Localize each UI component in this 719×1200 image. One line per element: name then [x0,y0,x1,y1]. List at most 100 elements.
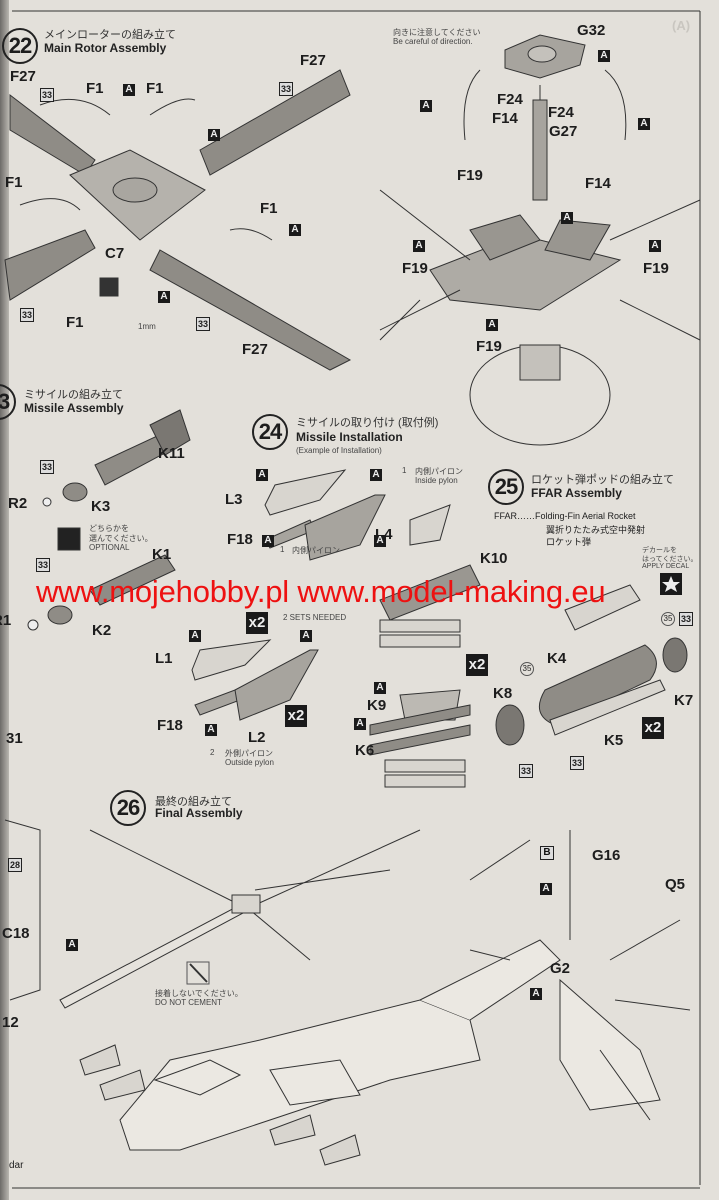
cement-a-tag: A [256,469,268,481]
cement-a-tag: A [649,240,661,252]
step-22-title-jp: メインローターの組み立て [44,29,176,41]
outside-pylon-jp: 外側パイロン [225,749,273,758]
cement-a-tag: A [300,630,312,642]
part-k10: K10 [480,550,508,567]
decal-jp-1: デカールを [642,547,677,554]
cement-a-tag: A [354,718,366,730]
part-f19: F19 [457,167,483,184]
cement-a-tag: A [540,883,552,895]
cement-a-tag: A [370,469,382,481]
color-33-tag: 33 [20,308,34,322]
rotor-hub-drawing [379,34,701,446]
part-k3: K3 [91,498,111,515]
color-33-tag: 33 [519,764,533,778]
step-22-number: 22 [2,28,38,64]
cement-a-tag: A [638,118,650,130]
part-f1: F1 [146,80,164,97]
color-33-tag: 33 [279,82,293,96]
missile-drawings [27,409,191,631]
part-r2: R2 [8,495,28,512]
step-25-title-jp: ロケット弾ポッドの組み立て [531,474,674,486]
optional-jp-1: どちらかを [89,524,129,533]
part-r1: R1 [0,612,12,629]
cement-a-tag: A [486,319,498,331]
quantity-x2-badge: x2 [642,717,664,739]
color-33-tag: 33 [40,88,54,102]
quantity-x2-badge: x2 [246,612,268,634]
color-33-tag: 33 [679,612,693,626]
part-f14: F14 [492,110,518,127]
optional-jp-2: 選んでください。 [89,534,153,543]
page-marker: (A) [672,18,691,33]
step-24-title-en: Missile Installation [296,430,403,444]
part-f1: F1 [5,174,23,191]
cement-a-tag: A [262,535,274,547]
inside-pylon-num: 1 [280,545,285,554]
part-f18: F18 [227,531,253,548]
cement-a-tag: A [158,291,170,303]
ffar-definition: FFAR……Folding-Fin Aerial Rocket [494,511,636,521]
part-f19: F19 [476,338,502,355]
watermark: www.mojehobby.pl www.model-making.eu [36,574,606,609]
part-f18: F18 [157,717,183,734]
cement-a-tag: A [66,939,78,951]
step-22-title-en: Main Rotor Assembly [44,41,167,55]
cement-a-tag: A [374,682,386,694]
part-31: 31 [6,730,23,747]
step-26-title-en: Final Assembly [155,806,243,820]
part-f24: F24 [548,104,574,121]
part-k7: K7 [674,692,694,709]
part-k4: K4 [547,650,567,667]
part-c7: C7 [105,245,125,262]
step-23-title-jp: ミサイルの組み立て [24,389,123,401]
color-35-tag: 35 [661,612,675,626]
part-f27: F27 [300,52,326,69]
part-q5: Q5 [665,876,686,893]
part-l3: L3 [225,491,243,508]
cement-a-tag: A [530,988,542,1000]
part-f1: F1 [260,200,278,217]
color-33-tag: 33 [570,756,584,770]
cement-a-tag: A [420,100,432,112]
no-cement-jp: 接着しないでください。 [155,989,243,998]
part-g27: G27 [549,123,578,140]
quantity-x2-badge: x2 [285,705,307,727]
helicopter-final-drawing [4,819,691,1166]
no-cement-en: DO NOT CEMENT [155,998,222,1007]
decal-en: APPLY DECAL [642,563,690,570]
step-24-title-jp: ミサイルの取り付け (取付例) [296,417,439,429]
main-rotor-drawing [4,69,352,371]
optional-en: OPTIONAL [89,543,130,552]
color-33-tag: 33 [36,558,50,572]
color-33-tag: 33 [40,460,54,474]
part-f1: F1 [86,80,104,97]
part-f14: F14 [585,175,611,192]
part-k8: K8 [493,685,513,702]
step-24-number: 24 [252,414,288,450]
direction-note-en: Be careful of direction. [393,37,473,46]
part-12: 12 [2,1014,19,1031]
page-binding-edge [0,0,9,1200]
color-28-tag: 28 [8,858,22,872]
cement-a-tag: A [413,240,425,252]
step-26-number: 26 [110,790,146,826]
part-k9: K9 [367,697,387,714]
cement-a-tag: A [208,129,220,141]
sets-needed: 2 SETS NEEDED [283,613,347,622]
step-25-number: 25 [488,469,524,505]
part-f27: F27 [242,341,268,358]
part-g32: G32 [577,22,606,39]
part-c18: C18 [2,925,30,942]
ffar-jp-1: 翼折りたたみ式空中発射 [546,525,646,535]
part-k6: K6 [355,742,375,759]
inside-pylon-num: 1 [402,466,407,475]
direction-note-jp: 向きに注意してください [393,28,481,37]
color-33-tag: 33 [196,317,210,331]
cutoff-text-dar: dar [9,1160,24,1171]
part-f24: F24 [497,91,523,108]
step-23-title-en: Missile Assembly [24,401,124,415]
cement-a-tag: A [598,50,610,62]
cement-a-tag: A [561,212,573,224]
part-l2: L2 [248,729,266,746]
